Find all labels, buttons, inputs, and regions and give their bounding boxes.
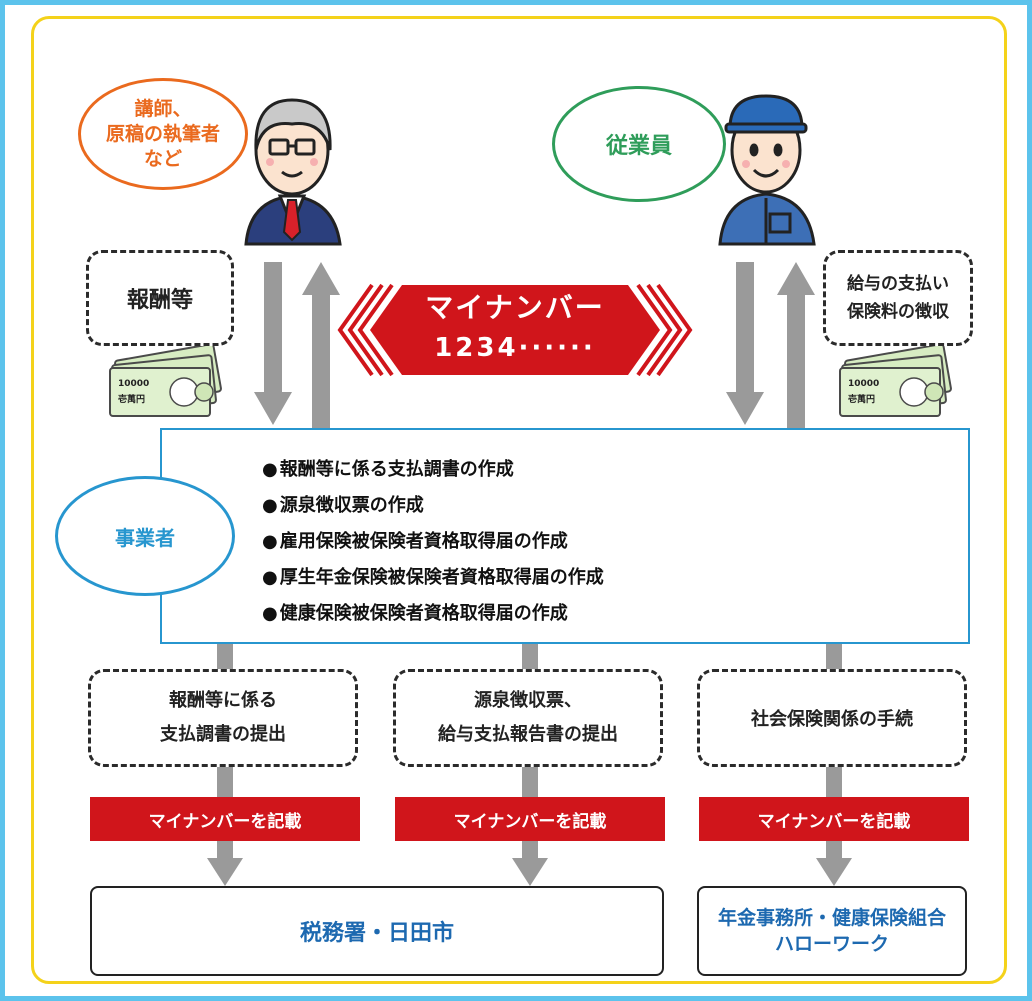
tax-office-box: 税務署・日田市 [90, 886, 664, 976]
duty-list: 報酬等に係る支払調書の作成 源泉徴収票の作成 雇用保険被保険者資格取得届の作成 … [262, 452, 604, 632]
pension-office-box: 年金事務所・健康保険組合 ハローワーク [697, 886, 967, 976]
banknote-left-text: 壱萬円 [118, 393, 145, 405]
banner-body [370, 285, 660, 375]
banknote-right-denomination: 10000 [848, 379, 879, 389]
my-number-title: マイナンバー [425, 291, 605, 324]
my-number-value: 1234······ [434, 333, 596, 363]
connector-1a [217, 644, 233, 670]
employee-role-bubble: 従業員 [552, 86, 726, 202]
down-arrow-2 [512, 841, 548, 886]
business-duties-box: 報酬等に係る支払調書の作成 源泉徴収票の作成 雇用保険被保険者資格取得届の作成 … [160, 428, 970, 644]
employee-down-arrow [726, 262, 764, 425]
record-my-number-label-1: マイナンバーを記載 [90, 797, 360, 841]
vertical-arrows [207, 262, 852, 886]
employee-up-arrow [777, 262, 815, 428]
business-role-bubble: 事業者 [55, 476, 235, 596]
connector-1b [217, 767, 233, 797]
duty-item: 健康保険被保険者資格取得届の作成 [262, 596, 604, 632]
duty-item: 報酬等に係る支払調書の作成 [262, 452, 604, 488]
remuneration-box: 報酬等 [86, 250, 234, 346]
banner-chevrons-left [337, 283, 394, 377]
duty-item: 雇用保険被保険者資格取得届の作成 [262, 524, 604, 560]
lecturer-role-bubble: 講師、 原稿の執筆者 など [78, 78, 248, 190]
inner-frame [31, 16, 1007, 984]
banknote-stack-left: 10000 壱萬円 [109, 343, 222, 417]
record-my-number-label-3: マイナンバーを記載 [699, 797, 969, 841]
down-arrow-1 [207, 841, 243, 886]
down-arrow-3 [816, 841, 852, 886]
banknote-stack-right: 10000 壱萬円 [839, 343, 952, 417]
banknote-left-denomination: 10000 [118, 379, 149, 389]
lecturer-person-icon [244, 98, 342, 246]
duty-item: 厚生年金保険被保険者資格取得届の作成 [262, 560, 604, 596]
connector-3b [826, 767, 842, 797]
salary-box: 給与の支払い 保険料の徴収 [823, 250, 973, 346]
connector-2b [522, 767, 538, 797]
submission-social-insurance: 社会保険関係の手続 [697, 669, 967, 767]
submission-withholding-slip: 源泉徴収票、 給与支払報告書の提出 [393, 669, 663, 767]
connector-3a [826, 644, 842, 670]
lecturer-down-arrow [254, 262, 292, 425]
my-number-text: マイナンバー 1234······ [380, 288, 650, 368]
banner-chevrons-right [636, 283, 693, 377]
duty-item: 源泉徴収票の作成 [262, 488, 604, 524]
connector-2a [522, 644, 538, 670]
my-number-banner [337, 283, 693, 377]
banknote-right-text: 壱萬円 [848, 393, 875, 405]
submission-payment-record: 報酬等に係る 支払調書の提出 [88, 669, 358, 767]
lecturer-up-arrow [302, 262, 340, 428]
employee-person-icon [718, 94, 816, 246]
record-my-number-label-2: マイナンバーを記載 [395, 797, 665, 841]
